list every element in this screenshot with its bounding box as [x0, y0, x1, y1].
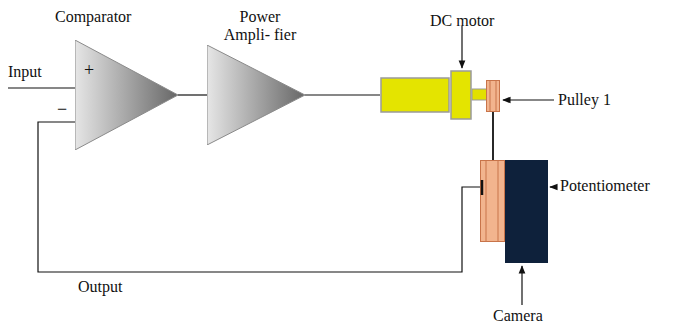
part-node: DC motor — [380, 70, 472, 120]
amplifier-symbol — [207, 45, 305, 145]
part-node: Pulley 1 — [486, 80, 500, 112]
signal-name: Output — [78, 278, 122, 296]
leader-line — [461, 26, 462, 68]
camera: Camera — [505, 160, 548, 263]
amplifier-node: Comparator — [75, 40, 178, 150]
leader-line — [521, 266, 522, 305]
part-label: Camera — [493, 307, 543, 325]
motor-body — [381, 78, 449, 112]
motor-cap — [451, 71, 471, 119]
amplifier-node: Power Ampli- fier — [207, 45, 305, 145]
motor-shaft — [472, 89, 487, 100]
pulley-body — [481, 161, 505, 242]
input-wire — [8, 87, 75, 88]
signal-wire — [305, 94, 380, 95]
potentiometer-wiper — [481, 180, 484, 195]
signal-name: Input — [8, 63, 42, 81]
pulley-rim — [498, 161, 499, 241]
node-shape — [480, 160, 505, 242]
pulley-rim — [486, 161, 487, 241]
leader-line — [503, 99, 554, 100]
signal-wire — [38, 122, 480, 272]
input-sign: + — [84, 60, 94, 81]
node-shape — [207, 45, 305, 145]
amplifier-symbol — [75, 40, 178, 150]
leader-line — [550, 186, 556, 187]
signal-wire — [178, 94, 207, 95]
part-node: Potentiometer — [480, 160, 505, 242]
camera-body — [505, 160, 548, 263]
part-label: Power Ampli- fier — [215, 8, 305, 45]
pulley-rim — [490, 81, 491, 111]
belt — [492, 112, 494, 160]
part-label: Comparator — [55, 8, 131, 26]
node-shape — [380, 70, 472, 120]
node-shape — [75, 40, 178, 150]
part-label: DC motor — [430, 12, 494, 30]
node-shape — [486, 80, 500, 112]
part-label: Potentiometer — [560, 177, 650, 195]
pulley-rim — [496, 81, 497, 111]
part-label: Pulley 1 — [558, 91, 611, 109]
pulley-body — [487, 81, 500, 112]
input-sign: − — [57, 99, 67, 120]
node-shape — [505, 160, 548, 263]
